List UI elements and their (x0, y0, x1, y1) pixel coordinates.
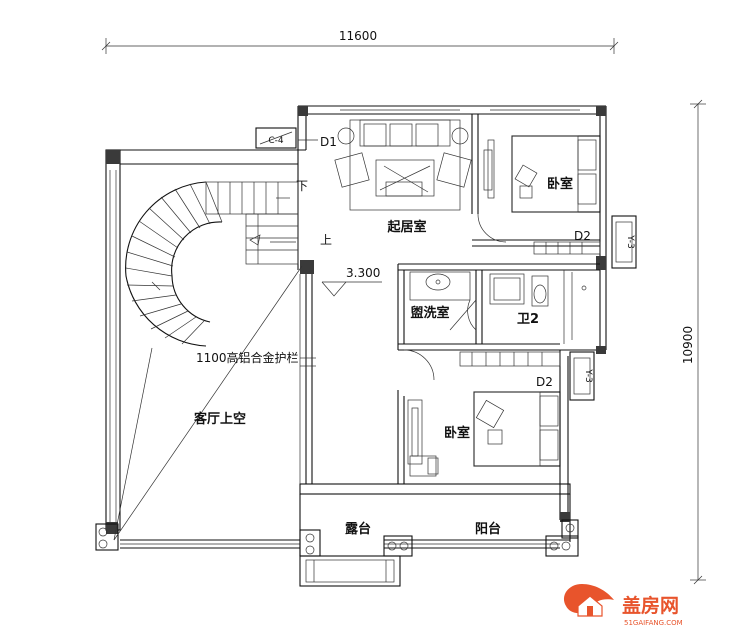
d2-bottom-tag: D2 (536, 375, 553, 389)
stair-down-label: 下 (296, 179, 308, 193)
washroom-fixtures (409, 271, 471, 301)
washroom-label: 盥洗室 (410, 305, 449, 321)
logo-name: 盖房网 (622, 594, 679, 617)
bedroom-top-furniture (483, 135, 601, 213)
door-swings (403, 213, 507, 381)
structural-columns (106, 106, 606, 534)
bath-label: 卫2 (517, 312, 539, 327)
y3-bottom-tag: Y-3 (569, 351, 595, 401)
living-void-railing (113, 265, 316, 541)
c4-tag: C-4 (255, 127, 297, 149)
exterior-walls (105, 105, 607, 587)
y3-bottom-tag-label: Y-3 (583, 368, 593, 382)
living-void-label: 客厅上空 (194, 411, 246, 427)
d2-top-tag: D2 (574, 229, 591, 243)
width-dimension: 11600 (101, 29, 619, 54)
wardrobe-top (533, 241, 601, 255)
balcony-label: 阳台 (475, 521, 501, 537)
c4-tag-label: C-4 (268, 136, 284, 146)
width-dimension-label: 11600 (339, 29, 377, 43)
wardrobe-bottom (459, 351, 561, 367)
height-dimension-label: 10900 (681, 326, 695, 364)
corner-piers (95, 519, 579, 557)
level-marker (321, 281, 382, 297)
interior-walls (305, 114, 600, 484)
d1-tag: D1 (320, 135, 337, 149)
level-label: 3.300 (346, 266, 380, 280)
y3-top-tag-label: Y-3 (625, 234, 635, 248)
living-room-label: 起居室 (386, 219, 426, 235)
living-room-furniture (334, 119, 472, 211)
bedroom-bottom-label: 卧室 (444, 425, 470, 441)
logo-url: 51GAIFANG.COM (624, 619, 683, 627)
terrace-label: 露台 (345, 521, 371, 537)
bath-fixtures (489, 272, 587, 340)
stair-up-label: 上 (320, 233, 332, 247)
railing-note: 1100高铝合金护栏 (196, 350, 299, 365)
height-dimension: 10900 (681, 99, 706, 585)
bedroom-top-label: 卧室 (547, 176, 573, 192)
bedroom-bottom-furniture (407, 391, 561, 477)
spiral-staircase (125, 181, 299, 347)
y3-top-tag: Y-3 (611, 215, 637, 269)
site-logo: 盖房网 51GAIFANG.COM (563, 584, 683, 627)
